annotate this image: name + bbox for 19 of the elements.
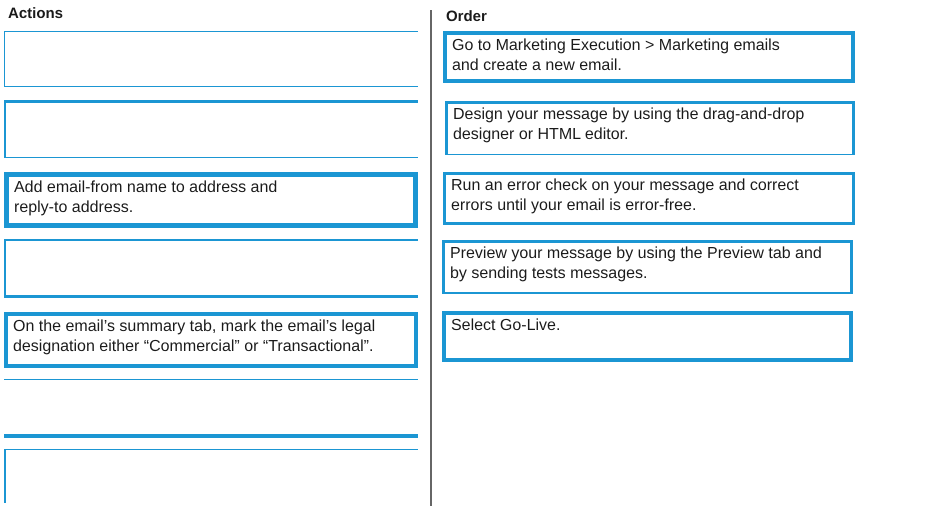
- column-heading: Actions: [8, 5, 64, 23]
- step-card: [443, 172, 855, 225]
- step-text: Design your message by using the drag-and-drop designer or HTML editor.: [453, 105, 806, 145]
- step-text: Run an error check on your message and correct errors until your email is error-free.: [451, 176, 800, 216]
- step-text: Add email-from name to address and reply-to address.: [14, 178, 278, 218]
- step-card: [442, 240, 853, 294]
- step-text: On the email’s summary tab, mark the email’s legal designation either “Commercial” or “Transactional”.: [13, 317, 376, 357]
- step-card: [443, 31, 855, 83]
- empty-slot: [4, 31, 418, 87]
- step-card: [445, 101, 855, 155]
- empty-slot: [4, 100, 418, 158]
- step-text: Select Go-Live.: [451, 316, 562, 336]
- empty-slot: [4, 239, 418, 298]
- column-heading: Order: [446, 8, 487, 26]
- step-text: Preview your message by using the Preview tab and by sending tests messages.: [450, 244, 823, 284]
- action-card: [4, 172, 418, 228]
- step-text: Go to Marketing Execution > Marketing emails and create a new email.: [452, 36, 781, 76]
- step-card: [442, 311, 853, 362]
- action-card: [4, 312, 418, 368]
